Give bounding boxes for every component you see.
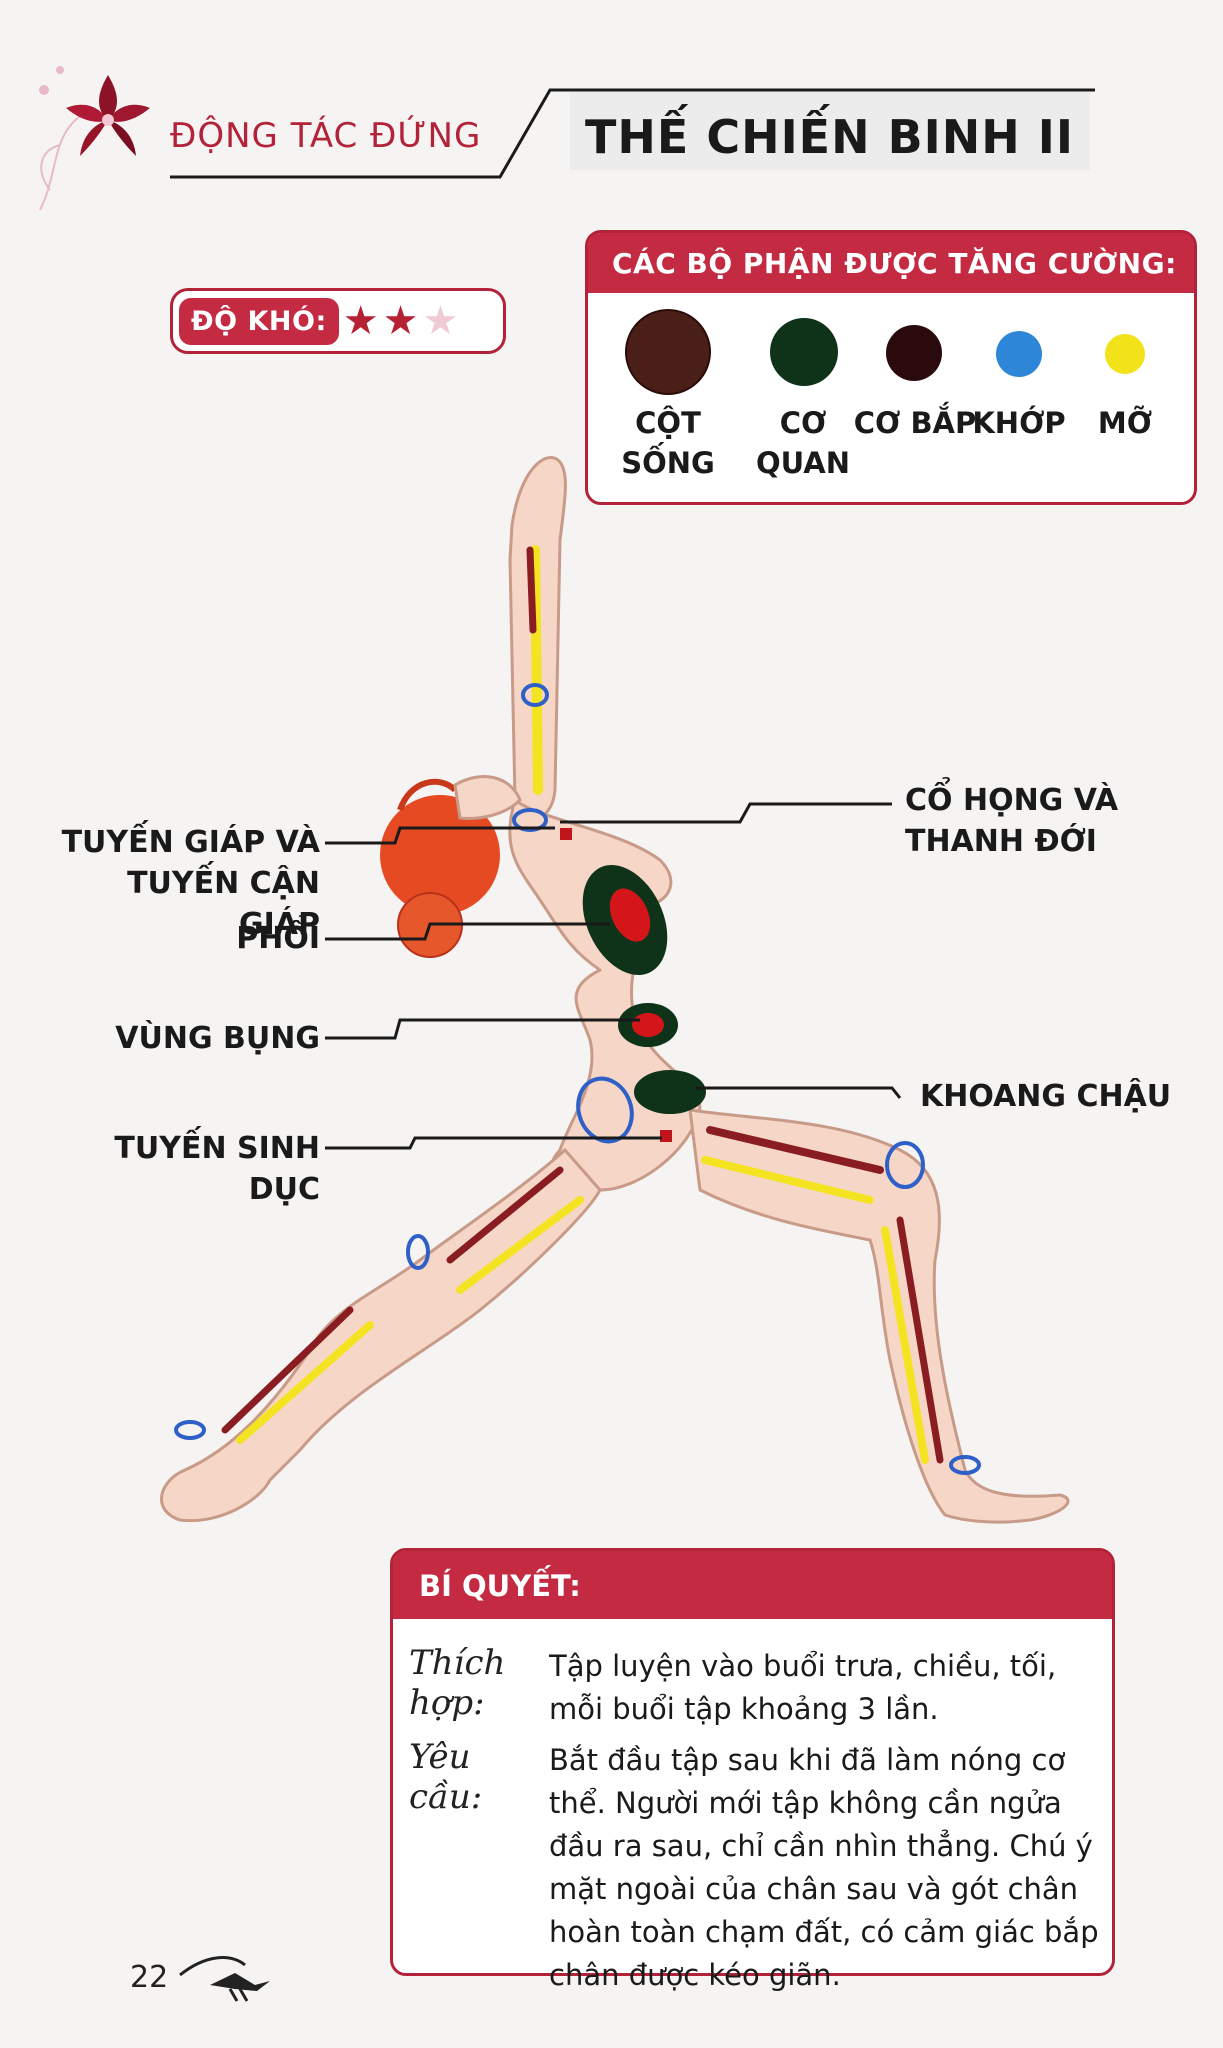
star-icon: ★ xyxy=(342,298,379,344)
legend-label-joints: KHỚP xyxy=(972,406,1066,440)
page-number: 22 xyxy=(130,1960,169,1995)
star-icon: ★ xyxy=(382,298,419,344)
bird-logo-icon xyxy=(179,1956,270,2002)
difficulty-stars: ★★★ xyxy=(339,301,459,341)
label-throat: CỔ HỌNG VÀ THANH ĐỚI xyxy=(905,783,1119,859)
label-gonads: TUYẾN SINH DỤC xyxy=(114,1131,320,1207)
page-title: THẾ CHIẾN BINH II xyxy=(585,110,1075,164)
label-thyroid: TUYẾN GIÁP VÀ TUYẾN CẬN GIÁP xyxy=(61,825,320,942)
label-pelvis: KHOANG CHẬU xyxy=(920,1079,1172,1114)
warrior-pose-illustration xyxy=(160,456,1070,1524)
difficulty-rating: ĐỘ KHÓ: ★★★ xyxy=(170,288,506,354)
legend-label-fat: MỠ xyxy=(1097,406,1153,440)
flower-ornament-icon xyxy=(39,66,150,211)
legend-label-muscles: CƠ BẮP xyxy=(853,406,977,440)
legend-dot-fat xyxy=(1105,334,1145,374)
tip-requirement-text: Bắt đầu tập sau khi đã làm nóng cơ thể. … xyxy=(549,1743,1099,1992)
legend-label-organs: CƠ QUAN xyxy=(755,406,851,480)
tip-requirement-key: Yêu cầu: xyxy=(409,1737,483,1817)
tip-suitable-key: Thích hợp: xyxy=(409,1643,506,1723)
legend-dot-spine xyxy=(625,309,711,395)
legend-dot-joints xyxy=(996,331,1042,377)
star-icon: ★ xyxy=(422,298,459,344)
legend-title: CÁC BỘ PHẬN ĐƯỢC TĂNG CƯỜNG: xyxy=(588,233,1194,293)
section-label: ĐỘNG TÁC ĐỨNG xyxy=(170,116,482,156)
label-lungs: PHỔI xyxy=(236,921,320,956)
legend-dot-organs xyxy=(770,318,838,386)
tips-box: BÍ QUYẾT: Thích hợp: Tập luyện vào buổi … xyxy=(390,1548,1115,1992)
legend-label-spine: CỘT SỐNG xyxy=(621,406,715,480)
legend-dot-muscles xyxy=(886,325,942,381)
tip-suitable-text: Tập luyện vào buổi trưa, chiều, tối, mỗi… xyxy=(549,1649,1057,1726)
header-divider xyxy=(170,88,1095,179)
legend-box: CÁC BỘ PHẬN ĐƯỢC TĂNG CƯỜNG: CỘT SỐNG CƠ… xyxy=(585,230,1197,505)
tips-title: BÍ QUYẾT: xyxy=(393,1551,1112,1619)
difficulty-label: ĐỘ KHÓ: xyxy=(179,297,339,345)
label-abdomen: VÙNG BỤNG xyxy=(115,1021,320,1056)
